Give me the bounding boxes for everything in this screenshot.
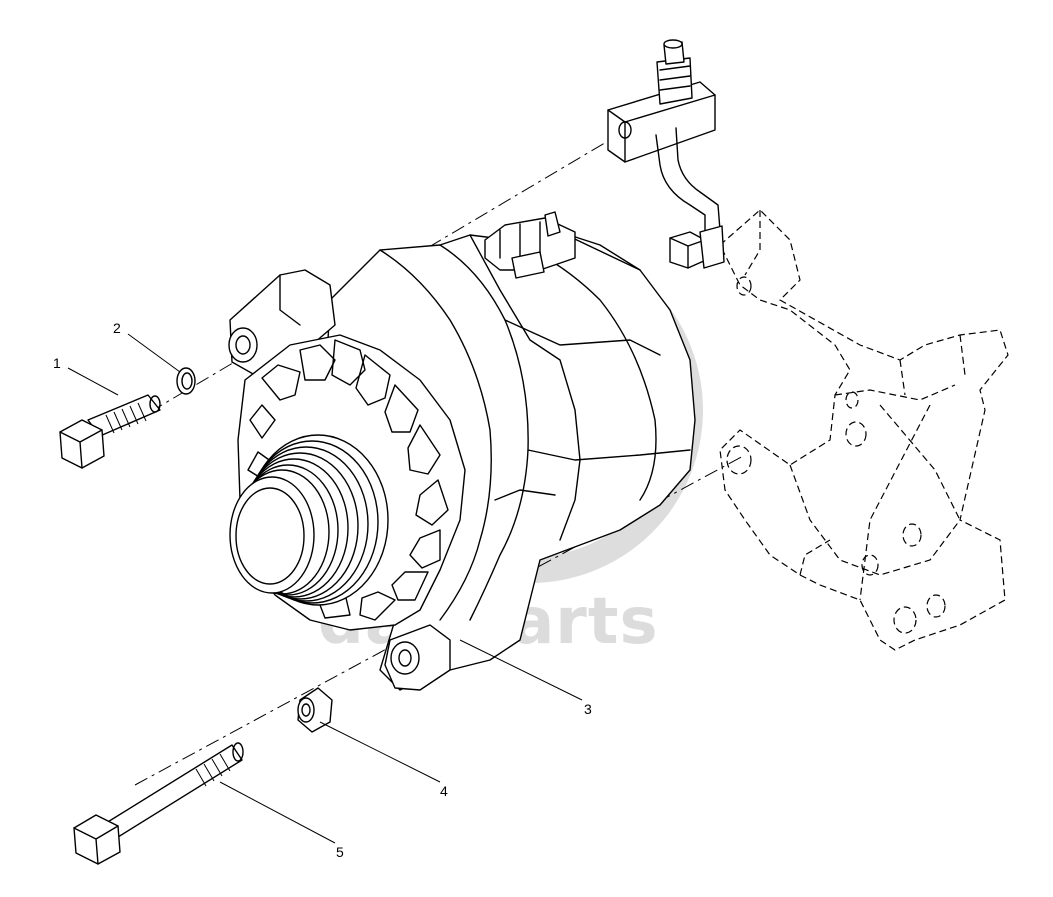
- pulley: [229, 434, 389, 606]
- callout-3: 3: [584, 701, 592, 717]
- callout-leaders: [67, 333, 583, 844]
- bolt-5: [73, 742, 244, 865]
- bolt-1: [59, 394, 161, 469]
- washer-2: [176, 367, 196, 395]
- tensioner-block-and-tube: [607, 39, 725, 269]
- alternator: [228, 211, 696, 691]
- callout-4: 4: [440, 783, 448, 799]
- callout-1: 1: [53, 355, 61, 371]
- callout-numbers: 1 2 3 4 5: [53, 320, 592, 860]
- spacer-4: [297, 687, 333, 733]
- callout-2: 2: [113, 320, 121, 336]
- mounting-bracket: [719, 209, 1009, 651]
- callout-5: 5: [336, 844, 344, 860]
